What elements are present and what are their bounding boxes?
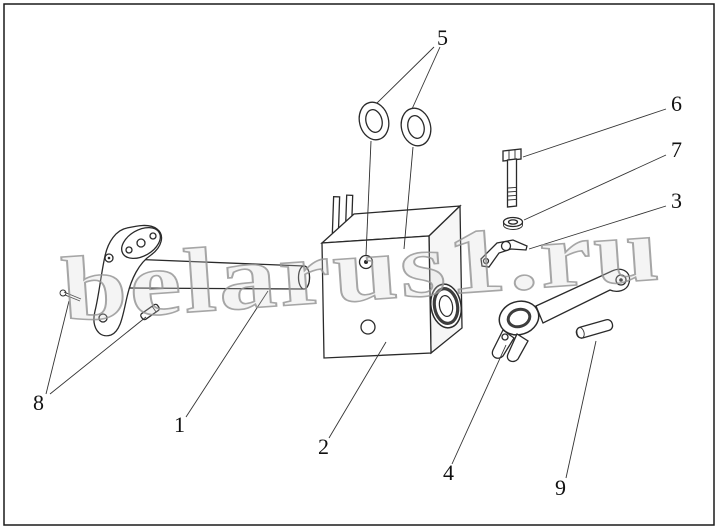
rod-end-face [297, 265, 311, 290]
leader-line-9 [565, 340, 597, 479]
clevis-pin [140, 303, 160, 321]
leader-line-5b [411, 46, 441, 110]
washer-alignment-line-right [403, 146, 414, 250]
part-label-7: 7 [671, 137, 682, 162]
part-label-3: 3 [671, 188, 682, 213]
body-front-face [321, 235, 432, 359]
leader-line-8b [49, 316, 147, 395]
washer-part-7 [502, 216, 524, 230]
lever-end-hole-dot [619, 278, 623, 282]
part-label-2: 2 [318, 434, 329, 459]
plate-hole-lower [98, 313, 108, 323]
pin-part-9 [575, 319, 614, 339]
cotter-pin [59, 289, 82, 302]
washer-alignment-line-left [365, 140, 372, 256]
bracket-part-8 [59, 224, 163, 337]
leader-line-7 [523, 154, 667, 221]
washer-part-5-right [400, 107, 432, 147]
front-hole-upper-dot [364, 260, 368, 264]
lever-clevis [491, 329, 529, 363]
leader-line-1 [185, 290, 269, 418]
leader-line-2 [328, 341, 387, 439]
leader-line-5a [376, 46, 435, 104]
front-hole-lower [360, 319, 376, 335]
washer-part-5-left [358, 101, 390, 141]
leader-line-3 [528, 205, 667, 250]
valve-body-part-2 [320, 194, 463, 359]
flange-hole-upper [149, 232, 157, 240]
leader-line-6 [522, 108, 667, 158]
leader-line-8a [45, 300, 70, 395]
part-label-5: 5 [437, 25, 448, 50]
part-label-4: 4 [443, 460, 454, 485]
part-label-1: 1 [174, 412, 185, 437]
flange-hole-lower [125, 246, 133, 254]
bolt-part-6 [502, 148, 522, 208]
plate-hole-center-dot [107, 256, 111, 260]
lever-boss [498, 300, 540, 336]
rod-part-1 [121, 258, 311, 290]
part-label-9: 9 [555, 475, 566, 500]
figure-border [3, 3, 715, 526]
part-label-6: 6 [671, 91, 682, 116]
side-port [429, 283, 463, 329]
watermark-text: belarus1.ru [59, 197, 665, 341]
leader-line-4 [451, 344, 507, 465]
bracket-part-3 [480, 239, 528, 268]
lever-arm [535, 268, 631, 324]
lever-part-4 [491, 268, 631, 363]
flange-center-hole [136, 238, 146, 248]
part-label-8: 8 [33, 390, 44, 415]
